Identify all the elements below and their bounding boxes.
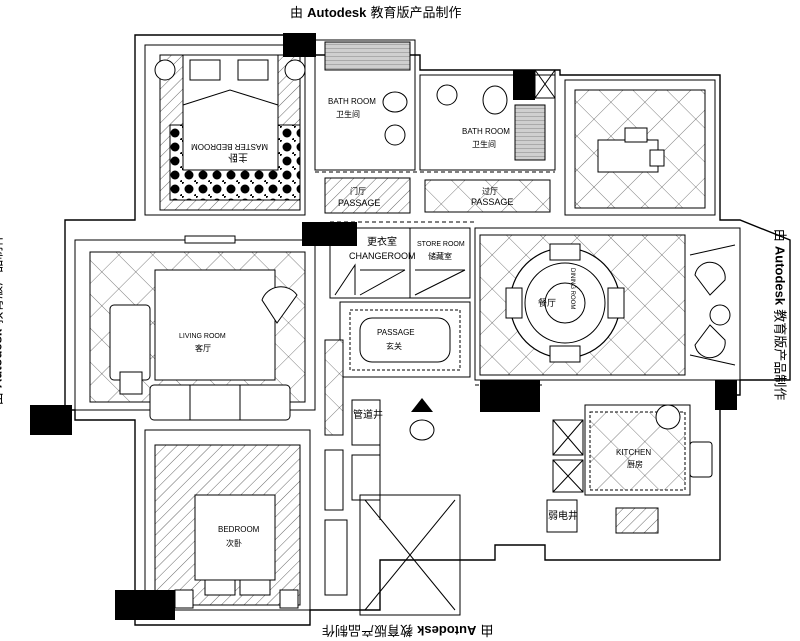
label-kitchen-en: KITCHEN	[616, 448, 651, 457]
label-master-bedroom-cn: 主卧	[228, 151, 248, 164]
dining-room	[474, 227, 741, 381]
bedroom	[144, 429, 311, 611]
label-dining-room-en: DINING ROOM	[569, 268, 575, 309]
label-passage-3-en: PASSAGE	[377, 328, 415, 337]
label-store-room-en: STORE ROOM	[417, 241, 465, 248]
label-living-room-cn: 客厅	[195, 343, 211, 353]
corridor	[324, 339, 461, 616]
bath-room-1	[314, 39, 416, 171]
label-bedroom-en: BEDROOM	[218, 525, 260, 534]
entry-arrow-icon	[411, 398, 433, 412]
watermark-top: 由 Autodesk 教育版产品制作	[290, 5, 462, 21]
label-passage-1-cn: 门厅	[350, 186, 366, 196]
label-dining-room-cn: 餐厅	[538, 297, 556, 308]
label-passage-3-cn: 玄关	[386, 341, 402, 351]
label-master-bedroom-en: MASTER BEDROOM	[191, 142, 268, 151]
passage-3	[339, 301, 471, 378]
label-bath-1-en: BATH ROOM	[328, 97, 376, 106]
living-room	[74, 235, 316, 421]
passage-1	[324, 177, 411, 214]
label-bath-2-cn: 卫生间	[472, 139, 496, 149]
master-bedroom	[144, 44, 306, 216]
passage-2	[424, 179, 551, 213]
store-room	[409, 227, 471, 299]
label-passage-2-en: PASSAGE	[471, 197, 513, 207]
label-kitchen-cn: 厨房	[627, 459, 643, 469]
study-room	[564, 79, 716, 216]
kitchen	[546, 404, 713, 534]
label-changeroom-en: CHANGEROOM	[349, 251, 416, 261]
structural-columns	[30, 33, 737, 620]
label-passage-2-cn: 过厅	[482, 186, 498, 196]
label-passage-1-en: PASSAGE	[338, 198, 380, 208]
label-store-room-cn: 储藏室	[428, 251, 452, 261]
label-bath-1-cn: 卫生间	[336, 109, 360, 119]
label-living-room-en: LIVING ROOM	[179, 333, 226, 340]
label-pipe-shaft: 管道井	[353, 408, 383, 421]
label-changeroom-cn: 更衣室	[367, 235, 397, 248]
label-weak-shaft: 弱电井	[548, 509, 578, 522]
label-bedroom-cn: 次卧	[226, 538, 242, 548]
label-bath-2-en: BATH ROOM	[462, 127, 510, 136]
